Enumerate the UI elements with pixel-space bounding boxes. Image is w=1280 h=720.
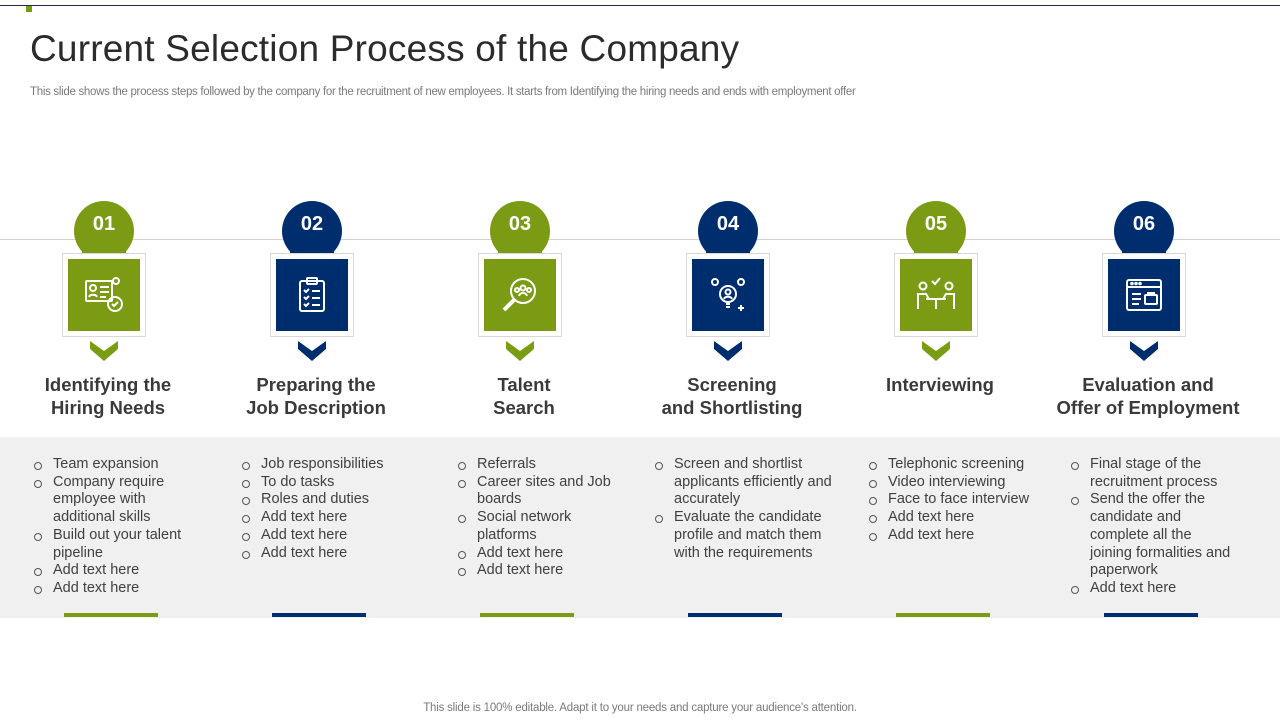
resume-profile-icon [85,277,123,312]
list-item: Add text here [458,545,618,563]
step-bullets: Job responsibilities To do tasks Roles a… [242,456,402,562]
list-item: Final stage of the recruitment process [1071,456,1236,491]
process-step-06: 06 Evaluation and Offer of Employment Fi… [1044,0,1252,720]
step-accent-bar [688,613,782,617]
step-title: Talent Search [420,373,628,419]
list-item: Video interviewing [869,474,1034,492]
step-title-line1: Preparing the [256,374,376,395]
timeline-rule [0,239,1280,240]
step-number: 01 [92,213,116,235]
step-title-line1: Screening [687,374,777,395]
candidate-selection-icon [711,278,745,311]
list-item: Face to face interview [869,491,1034,509]
step-accent-bar [64,613,158,617]
step-number: 04 [716,213,740,235]
icon-tile [692,259,764,331]
list-item: Add text here [1071,580,1236,598]
icon-tile [484,259,556,331]
step-title-line1: Evaluation and [1082,374,1214,395]
list-item: Roles and duties [242,491,402,509]
step-bullets: Telephonic screening Video interviewing … [869,456,1034,545]
list-item: Add text here [869,509,1034,527]
list-item: Job responsibilities [242,456,402,474]
clipboard-checklist-icon [299,277,325,312]
process-step-03: 03 Talent Search Referrals Career sites … [420,0,628,720]
list-item: Add text here [242,527,402,545]
list-item: Add text here [34,580,184,598]
step-title-line1: Interviewing [886,374,994,395]
step-bullets: Screen and shortlist applicants efficien… [655,456,840,562]
list-item: Referrals [458,456,618,474]
icon-tile [1108,259,1180,331]
process-step-02: 02 Preparing the Job Description Job res… [212,0,420,720]
step-title: Evaluation and Offer of Employment [1044,373,1252,419]
list-item: Build out your talent pipeline [34,527,184,562]
step-title-line2: Search [493,397,555,418]
step-number: 06 [1132,213,1156,235]
icon-tile [900,259,972,331]
step-title-line2: Hiring Needs [50,397,166,418]
process-step-01: 01 Identifying the Hiring Needs Team exp… [4,0,212,720]
interview-table-icon [917,277,955,309]
step-title-line2: Job Description [246,397,386,418]
list-item: Add text here [869,527,1034,545]
step-accent-bar [1104,613,1198,617]
people-search-icon [502,278,536,312]
chevron-down-icon [922,341,950,361]
step-bullets: Referrals Career sites and Job boards So… [458,456,618,580]
chevron-down-icon [506,341,534,361]
top-accent-square [26,6,32,12]
list-item: Add text here [34,562,184,580]
step-title: Preparing the Job Description [212,373,420,419]
slide-subtitle: This slide shows the process steps follo… [30,86,856,98]
chevron-down-icon [714,341,742,361]
step-accent-bar [272,613,366,617]
step-title-line1: Identifying the [44,374,172,395]
top-rule [0,5,1280,6]
step-title: Identifying the Hiring Needs [4,373,212,419]
step-bullets: Final stage of the recruitment process S… [1071,456,1236,598]
chevron-down-icon [298,341,326,361]
list-item: Send the offer the candidate and complet… [1071,491,1236,580]
step-accent-bar [480,613,574,617]
step-title-line1: Talent [497,374,551,395]
list-item: Add text here [458,562,618,580]
step-number: 03 [508,213,532,235]
step-title-line2: Offer of Employment [1056,397,1240,418]
job-offer-browser-icon [1126,279,1162,311]
step-bullets: Team expansion Company require employee … [34,456,184,598]
list-item: Screen and shortlist applicants efficien… [655,456,840,509]
chevron-down-icon [90,341,118,361]
list-item: Add text here [242,509,402,527]
list-item: Evaluate the candidate profile and match… [655,509,840,562]
process-step-05: 05 Interviewing Telephonic screening Vid… [836,0,1044,720]
footer-note: This slide is 100% editable. Adapt it to… [423,702,857,714]
list-item: Social network platforms [458,509,618,544]
list-item: Team expansion [34,456,184,474]
slide-title: Current Selection Process of the Company [30,28,740,69]
details-band [0,437,1280,618]
list-item: Career sites and Job boards [458,474,618,509]
step-number: 02 [300,213,324,235]
icon-tile [68,259,140,331]
step-title: Screening and Shortlisting [628,373,836,419]
step-accent-bar [896,613,990,617]
process-step-04: 04 Screening and Shortlisting Screen and… [628,0,836,720]
step-title-line2: and Shortlisting [661,397,803,418]
step-title: Interviewing [836,373,1044,396]
list-item: Telephonic screening [869,456,1034,474]
step-number: 05 [924,213,948,235]
chevron-down-icon [1130,341,1158,361]
list-item: Add text here [242,545,402,563]
icon-tile [276,259,348,331]
list-item: Company require employee with additional… [34,474,184,527]
list-item: To do tasks [242,474,402,492]
